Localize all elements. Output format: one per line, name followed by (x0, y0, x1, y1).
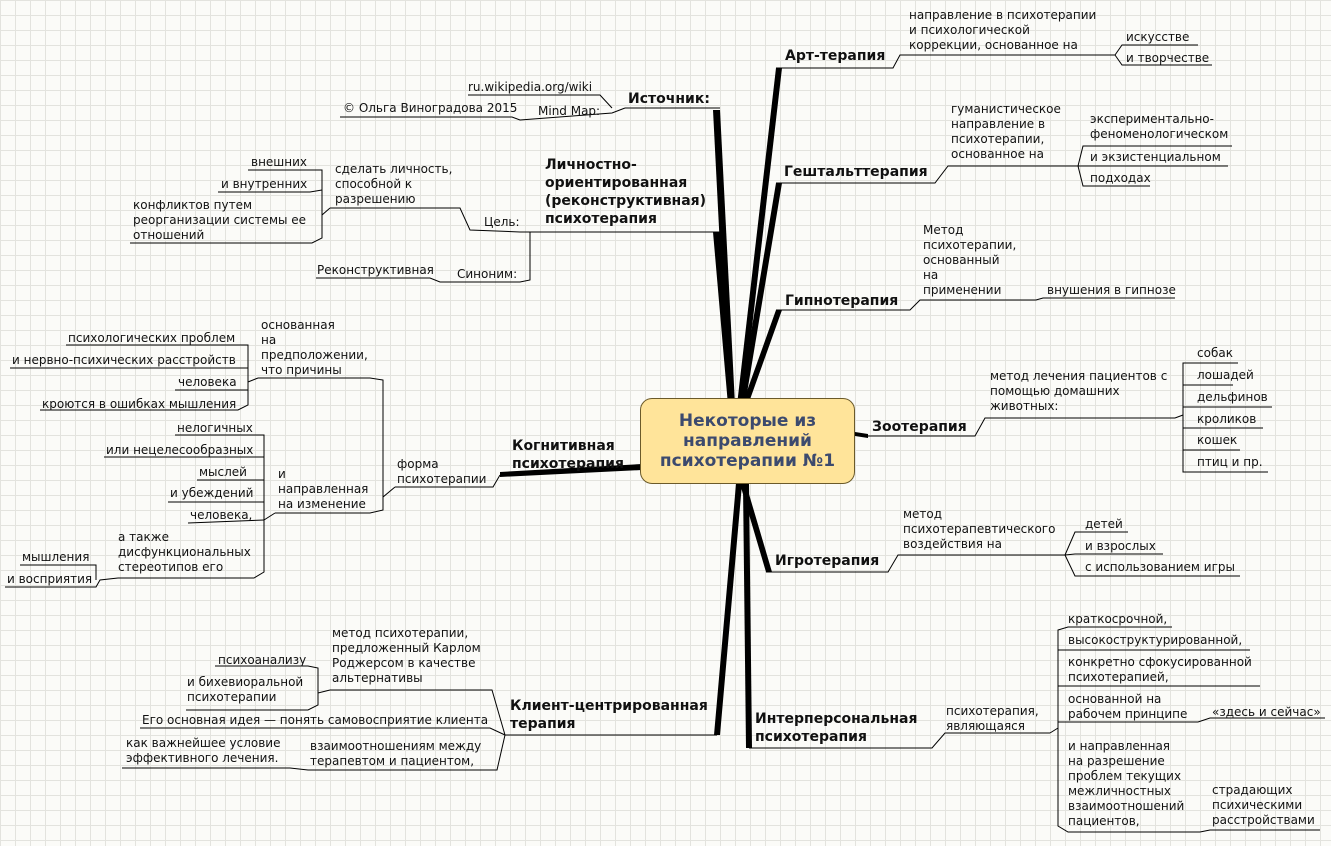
game-item: с использованием игры (1085, 560, 1235, 574)
interpersonal-item: краткосрочной, (1068, 612, 1168, 626)
personal-goal-text: сделать личность, способной к разрешению (335, 162, 453, 206)
central-topic-label: Некоторые из направлений психотерапии №1 (659, 411, 836, 471)
personal-goal-item: внешних (251, 155, 308, 169)
topic-art[interactable]: Арт-терапия (785, 48, 886, 64)
cognitive-directed-item: мыслей (199, 465, 247, 479)
interpersonal-item: и направленная на разрешение проблем тек… (1068, 739, 1185, 828)
branch-source (713, 110, 735, 405)
zoo-item: дельфинов (1197, 390, 1268, 404)
personal-goal-item: и внутренних (221, 177, 308, 191)
topic-zoo[interactable]: Зоотерапия (872, 419, 967, 435)
cognitive-also: а также дисфункциональных стереотипов ег… (118, 530, 251, 574)
topic-interpersonal[interactable]: Интерперсональная психотерапия (755, 711, 918, 745)
client-method: метод психотерапии, предложенный Карлом … (332, 626, 481, 685)
cognitive-based-item: человека (178, 375, 237, 389)
branch-interpersonal (743, 484, 752, 748)
branch-client (714, 484, 742, 735)
topic-client[interactable]: Клиент-центрированная терапия (510, 698, 708, 732)
cognitive-also-item: и восприятия (7, 572, 93, 586)
cognitive-directed-item: или нецелесообразных (106, 443, 254, 457)
mindmap-author: © Ольга Виноградова 2015 (343, 101, 518, 115)
topic-gestalt[interactable]: Гештальттерапия (784, 164, 928, 180)
cognitive-directed-item: нелогичных (177, 421, 253, 435)
zoo-desc: метод лечения пациентов с помощью домашн… (990, 369, 1168, 413)
gestalt-desc: гуманистическое направление в психотерап… (951, 102, 1061, 161)
art-desc: направление в психотерапии и психологиче… (909, 8, 1097, 52)
cognitive-based-item: психологических проблем (68, 331, 236, 345)
source-label[interactable]: Источник: (628, 91, 710, 107)
client-method-item: психоанализу (218, 653, 307, 667)
topic-hypno[interactable]: Гипнотерапия (785, 293, 899, 309)
client-method-item: и бихевиоральной психотерапии (187, 675, 304, 704)
personal-synonym: Реконструктивная (317, 263, 434, 277)
cognitive-based-item: и нервно-психических расстройств (12, 353, 236, 367)
source-url: ru.wikipedia.org/wiki (468, 80, 593, 94)
gestalt-item: подходах (1090, 171, 1151, 185)
cognitive-directed: и направленная на изменение (278, 467, 369, 511)
cognitive-based: основанная на предположении, что причины (261, 318, 368, 377)
game-item: и взрослых (1085, 539, 1156, 553)
zoo-item: собак (1197, 346, 1233, 360)
interpersonal-item: основанной на рабочем принципе (1068, 692, 1188, 721)
gestalt-item: и экзистенциальном (1090, 150, 1221, 164)
branch-art (737, 68, 782, 405)
interpersonal-item: высокоструктурированной, (1068, 633, 1243, 647)
gestalt-item: экспериментально- феноменологическом (1090, 112, 1229, 141)
zoo-item: кроликов (1197, 412, 1257, 426)
interpersonal-item: конкретно сфокусированной психотерапией, (1068, 655, 1252, 684)
personal-goal-item: конфликтов путем реорганизации системы е… (133, 198, 307, 242)
art-item: и творчестве (1126, 51, 1210, 65)
topic-personal[interactable]: Личностно- ориентированная (реконструкти… (545, 157, 707, 227)
interpersonal-desc: психотерапия, являющаяся (946, 704, 1039, 733)
client-relations: взаимоотношениям между терапевтом и паци… (310, 739, 482, 768)
hypno-desc: Метод психотерапии, основанный на примен… (923, 223, 1017, 297)
branch-personal (713, 232, 735, 405)
art-item: искусстве (1126, 30, 1190, 44)
game-item: детей (1085, 517, 1123, 531)
interpersonal-suffering: страдающих психическими расстройствами (1212, 783, 1315, 827)
cognitive-based-item: кроются в ошибках мышления (42, 397, 237, 411)
zoo-item: лошадей (1197, 368, 1254, 382)
client-idea: Его основная идея — понять самовосприяти… (142, 713, 489, 727)
mindmap-label: Mind Map: (538, 104, 601, 118)
central-topic[interactable]: Некоторые из направлений психотерапии №1 (640, 398, 855, 484)
topic-game[interactable]: Игротерапия (775, 553, 880, 569)
cognitive-directed-item: человека, (190, 508, 253, 522)
branch-gestalt (739, 183, 782, 405)
zoo-item: птиц и пр. (1197, 455, 1263, 469)
branch-zoo (855, 432, 868, 438)
topic-cognitive[interactable]: Когнитивная психотерапия (512, 438, 624, 472)
zoo-item: кошек (1197, 433, 1238, 447)
hypno-item: внушения в гипнозе (1047, 283, 1176, 297)
cognitive-also-item: мышления (22, 550, 90, 564)
personal-goal-label: Цель: (484, 215, 520, 229)
game-desc: метод психотерапевтического воздействия … (903, 507, 1056, 551)
cognitive-directed-item: и убеждений (170, 486, 254, 500)
client-condition: как важнейшее условие эффективного лечен… (126, 736, 281, 765)
branch-hypno (742, 310, 782, 405)
branch-cognitive (500, 464, 642, 477)
cognitive-form: форма психотерапии (397, 457, 487, 486)
interpersonal-principle: «здесь и сейчас» (1212, 705, 1321, 719)
personal-synonym-label: Синоним: (457, 267, 518, 281)
